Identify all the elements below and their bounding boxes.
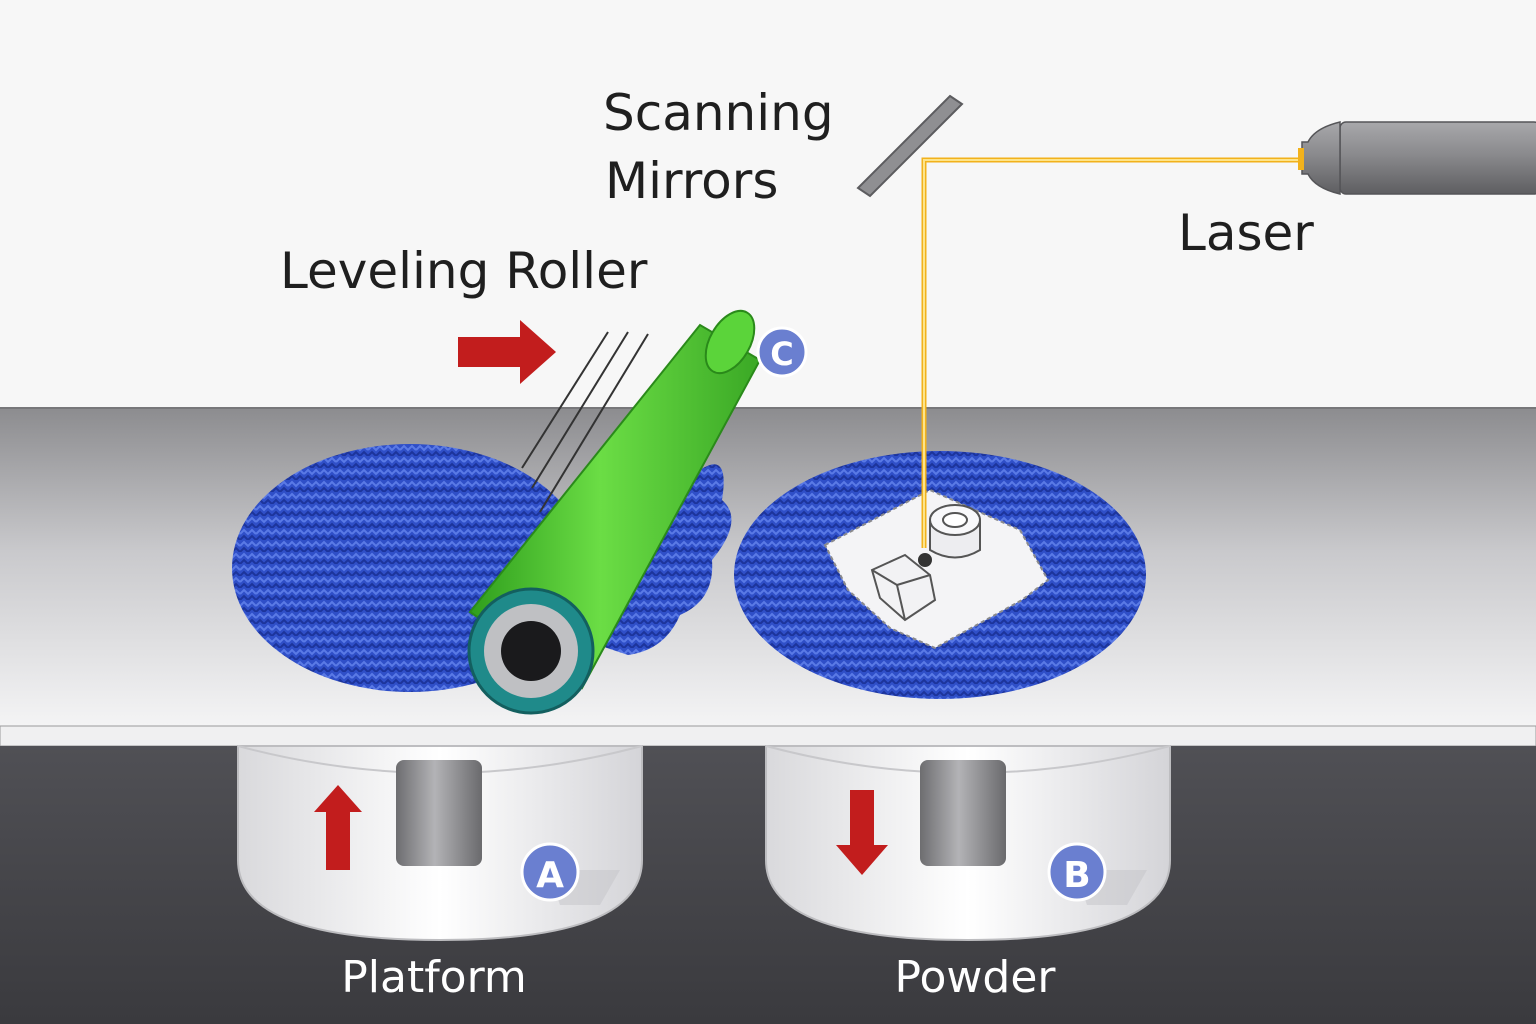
badge-b (1047, 842, 1107, 902)
bed-front-lip (0, 725, 1536, 747)
laser-aperture (1298, 148, 1304, 170)
sintered-part (823, 488, 1050, 650)
powder-cylinder: B (765, 745, 1171, 942)
label-platform: Platform (341, 952, 527, 1003)
platform-cylinder: A (237, 745, 643, 942)
laser-device (1298, 121, 1536, 195)
label-leveling-roller: Leveling Roller (280, 242, 648, 300)
part-ring-hole (942, 512, 968, 528)
label-powder: Powder (895, 952, 1057, 1003)
label-mirrors: Mirrors (605, 152, 778, 210)
powder-down-arrow (836, 790, 888, 875)
laser-beam-core (923, 159, 1300, 548)
roller-axle-hole (501, 621, 561, 681)
badge-a-label: A (536, 855, 564, 896)
badge-c (756, 326, 808, 378)
leveling-roller: C (458, 309, 808, 715)
roller-far-end (704, 309, 756, 375)
badge-a (520, 842, 580, 902)
powder-piston (920, 760, 1006, 866)
laser-spot (918, 553, 932, 567)
roller-direction-arrow (458, 320, 556, 384)
label-scanning: Scanning (603, 84, 834, 142)
laser-nozzle (1301, 121, 1341, 195)
platform-up-arrow (314, 785, 362, 870)
label-laser: Laser (1178, 204, 1314, 262)
part-block (870, 553, 937, 622)
motion-line-1 (521, 331, 609, 469)
part-block-edge (871, 569, 898, 586)
platform-piston (396, 760, 482, 866)
badge-b-label: B (1063, 855, 1090, 896)
motion-line-3 (539, 333, 649, 513)
motion-line-2 (531, 331, 629, 489)
scanning-mirror (856, 94, 964, 198)
sintered-layer (823, 488, 1050, 650)
pushed-powder (598, 464, 732, 655)
part-block-edge3 (896, 584, 906, 621)
badge-c-label: C (770, 335, 793, 373)
part-block-edge2 (896, 574, 931, 586)
